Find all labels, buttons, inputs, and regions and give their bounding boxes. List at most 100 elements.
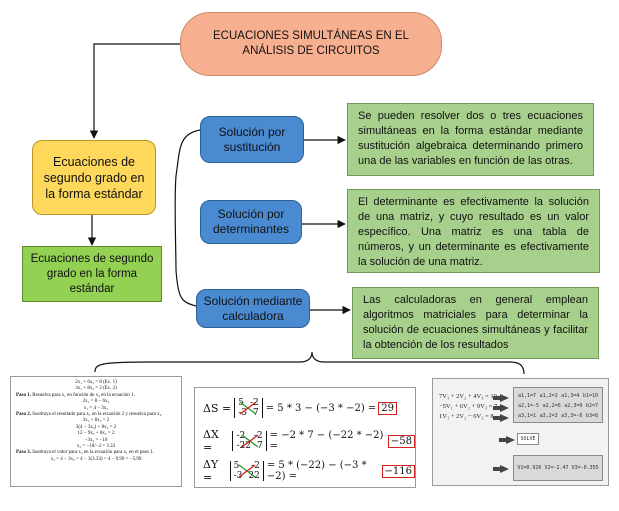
step-label: Paso 3. xyxy=(16,450,31,456)
method-determinants: Solución por determinantes xyxy=(200,200,302,244)
substitution-line: 12 − 9x₂ + 8x₂ = 2 xyxy=(16,431,176,437)
root-node: Ecuaciones de segundo grado en la forma … xyxy=(32,140,156,215)
substitution-line: 2x₁ + 6x₂ = 8 (Ec. 1) xyxy=(16,380,176,386)
line-text: −3x₂ = −10 xyxy=(84,437,108,443)
arrow-right-icon xyxy=(506,436,515,444)
arrow-right-icon xyxy=(493,396,501,400)
matrix-cell: 5 xyxy=(233,461,240,471)
substitution-line: 2x₁ = 8 − 6x₂ xyxy=(16,399,176,405)
matrix-screen-cell: a3,3=-6 xyxy=(561,413,583,419)
diagram-title: ECUACIONES SIMULTÁNEAS EN EL ANÁLISIS DE… xyxy=(180,12,442,76)
description-substitution: Se pueden resolver dos o tres ecuaciones… xyxy=(347,103,594,176)
arrow-right-icon xyxy=(493,416,501,420)
line-text: x₁ = 4 − 3x₂ = 4 − 3(3.33) = 4 − 9.99 = … xyxy=(50,456,142,462)
arrow-right-icon xyxy=(500,414,509,422)
substitution-example-panel: 2x₁ + 6x₂ = 8 (Ec. 1)3x₁ + 8x₂ = 2 (Ec. … xyxy=(10,376,182,487)
substitution-line: 3(4 − 3x₂) + 8x₂ = 2 xyxy=(16,425,176,431)
determinant-expression: = −2 * 7 − (−22 * −2) = xyxy=(269,430,384,452)
matrix-cell: -2 xyxy=(253,431,263,441)
child-node: Ecuaciones de segundo grado en la forma … xyxy=(22,246,162,302)
matrix-screen-cell: b3=8 xyxy=(585,413,598,419)
line-text: Sustituya el resultado para x₁ en la ecu… xyxy=(31,412,163,418)
arrow-right-icon xyxy=(493,467,501,471)
method-substitution: Solución por sustitución xyxy=(200,116,304,163)
calculator-equation: 7V₁ + 2V₂ + 4V₃ = 10 xyxy=(439,393,497,400)
determinant-row: ΔY =5-2-322= 5 * (−22) − (−3 * −2) =−116 xyxy=(203,458,415,484)
calculator-equation: 1V₁ + 2V₂ − 6V₃ = 8 xyxy=(439,413,494,420)
matrix-screen-cell: a2,2=6 xyxy=(542,403,561,409)
line-text: x₂ = −10/−3 = 3.33 xyxy=(76,444,116,450)
matrix-screen-cell: a3,2=2 xyxy=(539,413,558,419)
matrix-screen-cell: a1,2=2 xyxy=(539,393,558,399)
substitution-line: 3x₁ + 8x₂ = 2 (Ec. 2) xyxy=(16,386,176,392)
matrix-screen-cell: a2,1=-5 xyxy=(518,403,540,409)
determinant-expression: = 5 * (−22) − (−3 * −2) = xyxy=(266,460,367,482)
calculator-result-screen: V1=0.926 V2=-2.47 V3=-0.355 xyxy=(513,455,603,481)
substitution-line: Paso 1. Resuelva para x₁ en función de x… xyxy=(16,393,176,399)
calculator-equation: −5V₁ + 6V₂ + 9V₃ = 7 xyxy=(439,403,498,410)
matrix-screen-cell: b1=10 xyxy=(582,393,598,399)
substitution-line: Paso 2. Sustituya el resultado para x₁ e… xyxy=(16,412,176,418)
line-text: 2x₁ + 6x₂ = 8 (Ec. 1) xyxy=(75,380,117,385)
cross-multiply-icon xyxy=(240,401,257,415)
brace-root-to-methods xyxy=(174,129,201,307)
determinant-label: ΔX = xyxy=(203,428,219,454)
line-text: Sustituya el valor para x₂ en la ecuació… xyxy=(31,450,155,456)
substitution-line: x₂ = −10/−3 = 3.33 xyxy=(16,444,176,450)
line-text: 2x₁ = 8 − 6x₂ xyxy=(82,399,110,405)
determinant-result: −58 xyxy=(387,434,415,448)
determinant-row: ΔS =5-2-37= 5 * 3 − (−3 * −2) =29 xyxy=(203,398,398,418)
calculator-example-panel: 7V₁ + 2V₂ + 4V₃ = 10 −5V₁ + 6V₂ + 9V₃ = 7… xyxy=(432,378,609,486)
matrix-screen-cell: a1,3=4 xyxy=(561,393,580,399)
substitution-line: 3x₁ + 8x₂ = 2 xyxy=(16,418,176,424)
matrix-cell: -2 xyxy=(236,431,246,441)
arrow-right-icon xyxy=(500,394,509,402)
matrix-screen-cell: b2=7 xyxy=(585,403,598,409)
determinant-expression: = 5 * 3 − (−3 * −2) = xyxy=(265,402,377,414)
step-label: Paso 1. xyxy=(16,392,31,398)
cross-multiply-icon xyxy=(238,464,256,478)
matrix-cell: 7 xyxy=(256,441,263,451)
determinant-result: −116 xyxy=(381,464,415,478)
arrow-right-icon xyxy=(493,406,501,410)
matrix-2x2: 5-2-37 xyxy=(234,398,263,418)
description-determinants: El determinante es efectivamente la solu… xyxy=(347,189,600,273)
line-text: 3(4 − 3x₂) + 8x₂ = 2 xyxy=(75,424,117,430)
matrix-screen-cell: a2,3=9 xyxy=(564,403,583,409)
matrix-screen-cell: a3,1=1 xyxy=(518,413,537,419)
matrix-2x2: -2-2-227 xyxy=(232,431,267,451)
determinant-label: ΔY = xyxy=(203,458,219,484)
matrix-screen-cell: a1,1=7 xyxy=(518,393,537,399)
bottom-brace xyxy=(94,351,525,375)
matrix-cell: -2 xyxy=(251,461,260,471)
matrix-2x2: 5-2-322 xyxy=(229,461,264,481)
solve-key: SOLVE xyxy=(517,433,539,445)
arrow-title-to-root xyxy=(89,43,180,139)
determinant-row: ΔX =-2-2-227= −2 * 7 − (−22 * −2) =−58 xyxy=(203,428,415,454)
arrow-right-icon xyxy=(499,438,507,442)
substitution-line: x₁ = 4 − 3x₂ = 4 − 3(3.33) = 4 − 9.99 = … xyxy=(16,457,176,463)
arrow-right-icon xyxy=(500,404,509,412)
description-calculator: Las calculadoras en general emplean algo… xyxy=(352,287,599,359)
line-text: 3x₁ + 8x₂ = 2 (Ec. 2) xyxy=(75,386,117,392)
line-text: 12 − 9x₂ + 8x₂ = 2 xyxy=(77,431,115,437)
method-calculator: Solución mediante calculadora xyxy=(196,289,310,328)
determinant-label: ΔS = xyxy=(203,401,232,415)
cross-multiply-icon xyxy=(241,434,258,448)
substitution-line: Paso 3. Sustituya el valor para x₂ en la… xyxy=(16,450,176,456)
matrix-cell: -3 xyxy=(233,471,243,481)
step-label: Paso 2. xyxy=(16,412,31,418)
substitution-line: x₁ = 4 − 3x₂ xyxy=(16,406,176,412)
substitution-line: −3x₂ = −10 xyxy=(16,438,176,444)
determinant-result: 29 xyxy=(378,401,398,415)
line-text: 3x₁ + 8x₂ = 2 xyxy=(82,418,110,424)
arrow-right-icon xyxy=(500,465,509,473)
line-text: x₁ = 4 − 3x₂ xyxy=(83,405,109,411)
line-text: Resuelva para x₁ en función de x₂ en la … xyxy=(31,392,135,398)
